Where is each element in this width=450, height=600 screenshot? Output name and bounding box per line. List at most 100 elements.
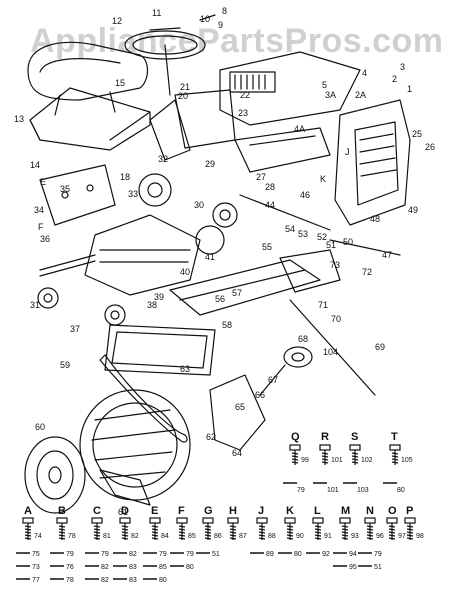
hardware-sub-number: 103: [357, 487, 369, 494]
callout-73: 73: [330, 260, 340, 270]
callout-50: 50: [343, 237, 353, 247]
callout-18: 18: [120, 172, 130, 182]
hardware-part-number: 98: [416, 533, 424, 540]
hardware-sub-number: 80: [294, 551, 302, 558]
hardware-part-number: 86: [214, 533, 222, 540]
callout-1: 1: [407, 84, 412, 94]
hardware-sub-number: 78: [66, 577, 74, 584]
bolt-icon: [91, 517, 103, 540]
callout-labels: 1234589101112131415182021222325262728293…: [14, 6, 435, 517]
bolt-icon: [389, 444, 401, 465]
callout-10: 10: [200, 14, 210, 24]
hardware-part-number: 101: [331, 457, 343, 464]
hardware-sub-number: 82: [101, 564, 109, 571]
hardware-letter: F: [178, 505, 185, 517]
callout-27: 27: [256, 172, 266, 182]
callout-37: 37: [70, 324, 80, 334]
wheel-rim: [24, 436, 86, 514]
callout-36: 36: [40, 234, 50, 244]
steering-rod: [239, 194, 401, 396]
callout-29: 29: [205, 159, 215, 169]
hardware-sub-number: 75: [32, 551, 40, 558]
callout-51: 51: [326, 240, 336, 250]
callout-35: 35: [60, 184, 70, 194]
hardware-sub-number: 79: [374, 551, 382, 558]
callout-21: 21: [180, 82, 190, 92]
drive-belt: [99, 354, 188, 443]
callout-15: 15: [115, 78, 125, 88]
callout-32: 32: [158, 154, 168, 164]
callout-f: F: [38, 222, 44, 232]
callout-2: 2: [392, 74, 397, 84]
grille-assembly: [334, 99, 411, 226]
frame-plate: [169, 259, 321, 316]
callout-55: 55: [262, 242, 272, 252]
callout-40: 40: [180, 267, 190, 277]
hardware-part-number: 74: [34, 533, 42, 540]
drive-shaft: [39, 254, 96, 277]
callout-58: 58: [222, 320, 232, 330]
callout-60: 60: [35, 422, 45, 432]
callout-k: K: [320, 174, 326, 184]
bolt-icon: [404, 517, 416, 540]
hardware-part-number: 78: [68, 533, 76, 540]
right-bracket: [279, 249, 341, 293]
callout-9: 9: [218, 20, 223, 30]
hardware-sub-number: 92: [322, 551, 330, 558]
hardware-sub-number: 79: [186, 551, 194, 558]
callout-22: 22: [240, 90, 250, 100]
hardware-letter: Q: [291, 431, 300, 443]
bolt-icon: [339, 517, 351, 540]
hardware-sub-number: 79: [159, 551, 167, 558]
hardware-letter: B: [58, 505, 66, 517]
belt-shield: [209, 374, 266, 451]
bolt-icon: [289, 444, 301, 465]
hardware-letter: N: [366, 505, 374, 517]
hardware-sub-number: 80: [159, 577, 167, 584]
callout-25: 25: [412, 129, 422, 139]
callout-34: 34: [34, 205, 44, 215]
hardware-letter: O: [388, 505, 397, 517]
callout-13: 13: [14, 114, 24, 124]
frame-bracket: [234, 127, 331, 173]
dash-panel: [149, 89, 236, 161]
hardware-letter: C: [93, 505, 101, 517]
callout-104: 104: [323, 347, 338, 357]
hardware-letter: M: [341, 505, 350, 517]
hardware-sub-number: 73: [32, 564, 40, 571]
watermark-text: AppliancePartsPros.com: [30, 22, 444, 60]
callout-63: 63: [180, 364, 190, 374]
hood: [219, 51, 361, 126]
callout-71: 71: [318, 300, 328, 310]
pulley-assembly: [37, 202, 238, 326]
callout-3a: 3A: [325, 90, 336, 100]
idler-pulley: [259, 346, 313, 396]
callout-52: 52: [317, 232, 327, 242]
callout-49: 49: [408, 205, 418, 215]
hardware-part-number: 99: [301, 457, 309, 464]
callout-14: 14: [30, 160, 40, 170]
hardware-sub-number: 89: [266, 551, 274, 558]
callout-68: 68: [298, 334, 308, 344]
callout-66: 66: [255, 390, 265, 400]
callout-j: J: [345, 147, 350, 157]
callout-67: 67: [268, 375, 278, 385]
bolt-icon: [349, 444, 361, 465]
callout-54: 54: [285, 224, 295, 234]
callout-26: 26: [425, 142, 435, 152]
bolt-icon: [22, 517, 34, 540]
hardware-sub-number: 79: [297, 487, 305, 494]
callout-41: 41: [205, 252, 215, 262]
callout-39: 39: [154, 292, 164, 302]
hardware-letter: G: [204, 505, 213, 517]
hardware-sub-number: 94: [349, 551, 357, 558]
hardware-letter: P: [406, 505, 413, 517]
steering-wheel: [124, 14, 216, 96]
hardware-part-number: 105: [401, 457, 413, 464]
bolt-icon: [56, 517, 68, 540]
callout-72: 72: [362, 267, 372, 277]
callout-70: 70: [331, 314, 341, 324]
callout-64: 64: [232, 448, 242, 458]
hardware-part-number: 93: [351, 533, 359, 540]
